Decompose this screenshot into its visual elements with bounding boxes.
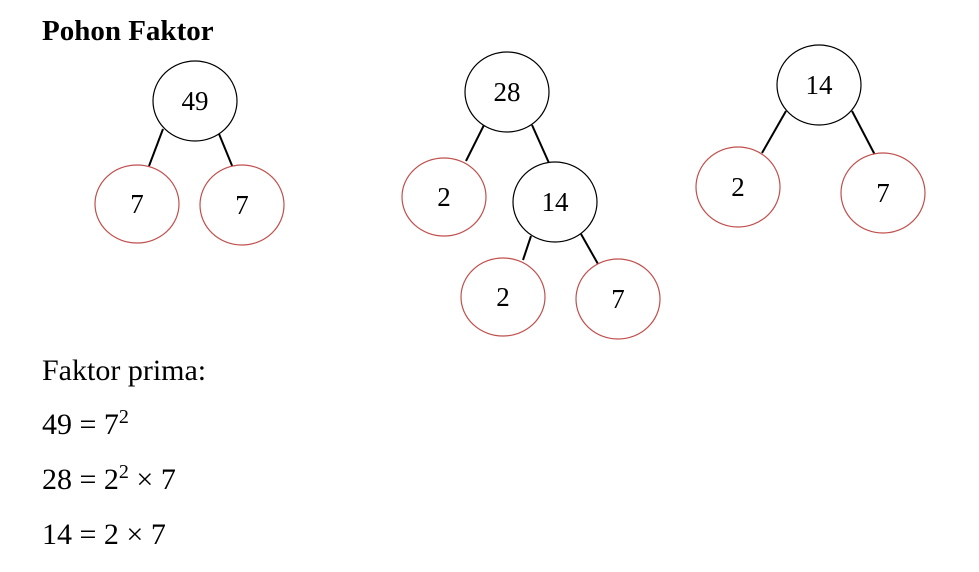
- eq-times: ×: [126, 518, 144, 551]
- eq-sign: =: [79, 408, 97, 441]
- prime-factors-heading: Faktor prima:: [42, 354, 207, 387]
- tree-node-label: 7: [235, 190, 249, 220]
- eq-lhs: 28: [42, 463, 72, 496]
- tree-node-label: 49: [182, 86, 209, 116]
- eq-factor: 7: [160, 463, 176, 496]
- tree-edge: [580, 233, 599, 265]
- tree-edge: [216, 128, 234, 169]
- tree-node-prime: [94, 164, 180, 244]
- eq-sign: =: [79, 463, 97, 496]
- eq-exponent: 2: [118, 461, 129, 483]
- tree-node-prime: [695, 146, 781, 228]
- tree-node-label: 14: [806, 70, 834, 100]
- tree-node-prime: [401, 157, 487, 237]
- tree-edge: [761, 110, 787, 154]
- eq-factor: 7: [150, 518, 166, 551]
- factorization-row-14: 14 = 2 × 7: [42, 516, 166, 554]
- tree-node-label: 7: [611, 284, 625, 314]
- factor-tree-49: 49 7 7: [94, 60, 285, 246]
- factorization-row-49: 49 = 72: [42, 406, 129, 444]
- tree-node-prime: [575, 258, 661, 340]
- tree-node-prime: [840, 152, 926, 234]
- tree-edge: [851, 110, 876, 156]
- factorization-row-28: 28 = 22 × 7: [42, 461, 176, 499]
- tree-node-composite: [464, 51, 550, 133]
- tree-edge: [531, 124, 550, 164]
- eq-exponent: 2: [118, 406, 129, 428]
- tree-node-label: 7: [876, 178, 890, 208]
- tree-node-composite: [512, 161, 598, 243]
- factor-tree-28: 28 2 14 2 7: [401, 51, 661, 340]
- factor-trees: 49 7 7 28 2 14 2 7 14 2 7: [94, 44, 926, 340]
- eq-times: ×: [136, 463, 154, 496]
- tree-node-label: 2: [496, 282, 510, 312]
- eq-base: 2: [103, 518, 119, 551]
- tree-node-label: 2: [731, 172, 745, 202]
- eq-base: 2: [103, 463, 119, 496]
- tree-node-label: 14: [542, 187, 570, 217]
- tree-node-label: 2: [437, 182, 451, 212]
- eq-base: 7: [103, 408, 119, 441]
- factor-tree-14: 14 2 7: [695, 44, 926, 234]
- tree-node-composite: [776, 44, 862, 126]
- tree-node-prime: [199, 164, 285, 246]
- tree-node-label: 7: [130, 189, 144, 219]
- eq-lhs: 14: [42, 518, 72, 551]
- eq-lhs: 49: [42, 408, 72, 441]
- tree-edge: [148, 128, 164, 167]
- tree-edge: [522, 235, 532, 261]
- tree-node-prime: [460, 257, 546, 337]
- eq-sign: =: [79, 518, 97, 551]
- tree-edge: [465, 124, 485, 162]
- diagram-title: Pohon Faktor: [42, 15, 214, 47]
- tree-node-label: 28: [494, 77, 521, 107]
- tree-node-composite: [152, 60, 238, 142]
